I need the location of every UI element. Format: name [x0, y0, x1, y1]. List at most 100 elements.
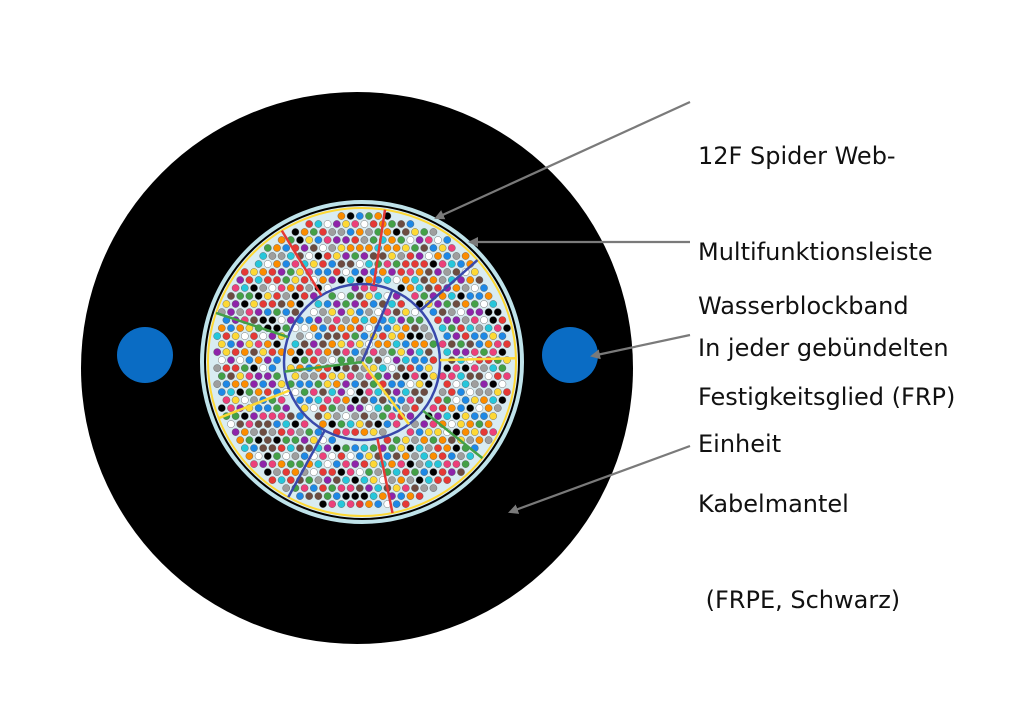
fiber [342, 444, 350, 452]
fiber [434, 268, 442, 276]
fiber [369, 412, 378, 420]
fiber [291, 340, 300, 348]
fiber [231, 428, 240, 436]
fiber [397, 460, 406, 468]
fiber [300, 404, 309, 412]
fiber [250, 268, 258, 276]
fiber [268, 380, 277, 388]
fiber [240, 380, 249, 388]
fiber [296, 284, 304, 292]
fiber [424, 364, 433, 372]
fiber [305, 444, 314, 452]
fiber [397, 364, 406, 372]
fiber [222, 380, 231, 388]
fiber [355, 212, 364, 220]
fiber [254, 292, 263, 300]
fiber [351, 460, 360, 468]
fiber [365, 420, 373, 428]
fiber [461, 316, 470, 324]
fiber [424, 444, 433, 452]
fiber [250, 332, 258, 340]
fiber [213, 332, 221, 340]
fiber [282, 484, 291, 492]
fiber [337, 420, 346, 428]
fiber [222, 364, 231, 372]
fiber [415, 332, 424, 340]
fiber [337, 484, 346, 492]
fiber [259, 412, 268, 420]
fiber [401, 500, 410, 508]
fiber [286, 460, 295, 468]
fiber [305, 220, 314, 228]
fiber [360, 268, 369, 276]
fiber [388, 476, 396, 484]
fiber [250, 300, 258, 308]
fiber [498, 396, 507, 404]
fiber [236, 388, 244, 396]
fiber [217, 404, 226, 412]
fiber [332, 252, 341, 260]
fiber [277, 412, 286, 420]
fiber [277, 236, 286, 244]
fiber [217, 388, 226, 396]
fiber [415, 428, 424, 436]
fiber [457, 324, 465, 332]
fiber [305, 252, 314, 260]
fiber [291, 292, 300, 300]
fiber [309, 244, 318, 252]
fiber [222, 396, 231, 404]
fiber [254, 340, 263, 348]
fiber [231, 396, 240, 404]
fiber [484, 420, 493, 428]
fiber [300, 484, 309, 492]
fiber [332, 444, 341, 452]
fiber [254, 436, 263, 444]
fiber [319, 468, 327, 476]
fiber [346, 420, 355, 428]
fiber [434, 316, 442, 324]
fiber [365, 324, 373, 332]
fiber [397, 348, 406, 356]
fiber [369, 316, 378, 324]
fiber [489, 332, 498, 340]
fiber [443, 380, 452, 388]
fiber [452, 444, 461, 452]
fiber [470, 380, 479, 388]
fiber [355, 244, 364, 252]
fiber [424, 476, 433, 484]
fiber [323, 300, 332, 308]
label-strength-member: Festigkeitsglied (FRP) [698, 317, 955, 445]
fiber [447, 340, 456, 348]
fiber [360, 332, 369, 340]
fiber [360, 236, 369, 244]
fiber [337, 244, 346, 252]
fiber [429, 244, 438, 252]
fiber [355, 404, 364, 412]
fiber [355, 372, 364, 380]
fiber [443, 268, 452, 276]
fiber [489, 348, 498, 356]
fiber [222, 300, 231, 308]
fiber [351, 380, 360, 388]
fiber [245, 436, 254, 444]
fiber [374, 468, 383, 476]
outer-unit-divider [376, 438, 394, 514]
fiber [411, 324, 419, 332]
fiber [300, 340, 309, 348]
fiber [254, 276, 263, 284]
fiber [406, 476, 415, 484]
fiber [319, 324, 327, 332]
fiber [369, 348, 378, 356]
fiber [374, 500, 383, 508]
fiber [365, 212, 373, 220]
fiber [259, 252, 268, 260]
fiber [457, 420, 465, 428]
fiber [397, 220, 406, 228]
fiber [245, 292, 254, 300]
fiber [254, 420, 263, 428]
fiber [406, 460, 415, 468]
fiber [452, 284, 461, 292]
fiber [369, 364, 378, 372]
label-water-block-text: Wasserblockband [698, 292, 909, 320]
fiber [337, 324, 346, 332]
